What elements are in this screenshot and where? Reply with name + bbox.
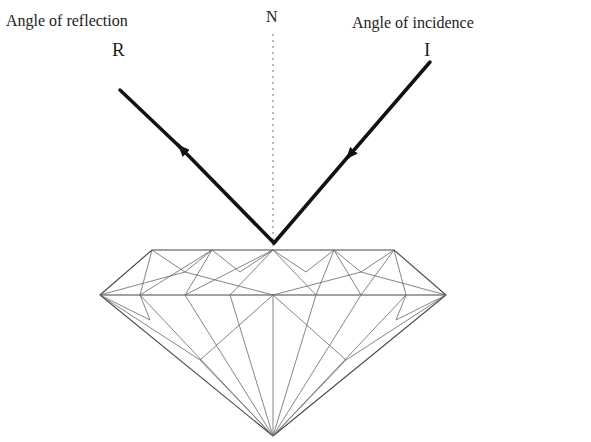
ray-label: R xyxy=(112,40,125,61)
reflected-ray xyxy=(120,90,182,149)
incident-ray xyxy=(274,152,352,243)
ray-label: I xyxy=(424,40,430,61)
normal-label: N xyxy=(266,8,278,26)
angle-label: Angle of reflection xyxy=(6,12,128,30)
light-rays xyxy=(120,62,430,243)
reflected-arrowhead xyxy=(180,147,274,243)
incident-ray xyxy=(348,62,430,157)
angle-label: Angle of incidence xyxy=(352,14,474,32)
diamond-drawing xyxy=(100,250,446,436)
reflected-ray xyxy=(178,145,274,243)
normal-line xyxy=(273,34,274,246)
